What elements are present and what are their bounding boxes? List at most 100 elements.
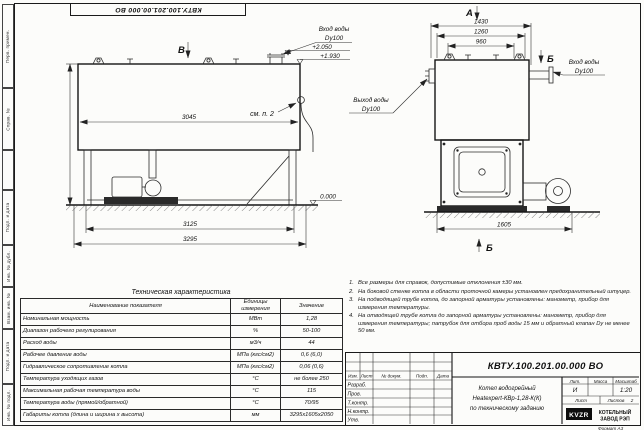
pump (144, 179, 162, 197)
front-view (424, 53, 600, 218)
spec-header-row: Наименование показателя Единицы измерени… (20, 298, 343, 314)
spec-cell-value: 50-100 (280, 325, 343, 338)
spec-section: Техническая характеристика Наименование … (20, 289, 343, 422)
lit-mass-scale: Лит. Масса Масштаб И 1:20 Лист Листов 2 (569, 379, 638, 403)
spec-header-name: Наименование показателя (20, 298, 231, 314)
motor (111, 176, 143, 198)
dim-1260-label: 1260 (474, 29, 489, 36)
side-view (66, 53, 318, 211)
note-item-1: 1. Все размеры для справок, допустимые о… (349, 280, 636, 288)
spec-cell-name: Температура уходящих газов (20, 373, 231, 386)
format-label: Формат А3 (598, 425, 624, 430)
spec-cell-units: °С (230, 385, 281, 398)
front-view-dimensions: 1430 1260 960 1605 (430, 19, 573, 233)
spec-cell-value: 0,06 (0,6) (280, 361, 343, 374)
spec-cell-name: Максимальная рабочая температура воды (20, 385, 231, 398)
margin-box-podp-data-2: Подп. и дата (2, 329, 14, 384)
sheets-value: 2 (630, 398, 634, 403)
role-razrab: Разраб. (348, 383, 367, 389)
fan (545, 178, 571, 204)
revision-table: Изм. Лист № докум. Подп. Дата Разраб. Пр… (348, 374, 450, 424)
lit-label: Лит. (569, 379, 581, 384)
role-utv: Утв. (348, 418, 360, 424)
note-text: Все размеры для справок, допустимые откл… (358, 280, 523, 286)
view-label-a: А (465, 8, 473, 19)
spec-cell-units: МВт (230, 313, 281, 326)
margin-box-sprav-no: Справ. № (2, 88, 14, 150)
company-name-line1: КОТЕЛЬНЫЙ (599, 408, 632, 416)
notes: 1. Все размеры для справок, допустимые о… (349, 280, 636, 337)
side-view-dimensions: 3045 3125 3295 (66, 63, 307, 248)
note-number: 1. (349, 280, 354, 286)
spec-cell-value: 44 (280, 337, 343, 350)
col-podp: Подп. (416, 374, 428, 379)
spec-cell-units: % (230, 325, 281, 338)
title-block-grid: Изм. Лист № докум. Подп. Дата Разраб. Пр… (346, 353, 639, 424)
spec-cell-value: 1,28 (280, 313, 343, 326)
note-item-4: 4. На отводящей трубе котла до запорной … (349, 313, 636, 336)
margin-box-inv-dubl: Инв. № дубл. (2, 245, 14, 287)
product-name-line3: по техническому заданию (470, 406, 545, 412)
spec-cell-value: 70/95 (280, 397, 343, 410)
inlet-label-right-line1: Вход воды (569, 58, 600, 66)
spec-cell-units: МПа (кгс/см2) (230, 349, 281, 362)
scale-value: 1:20 (620, 387, 633, 394)
inlet-label-line2: Dy100 (325, 35, 344, 42)
sheets-label: Листов (607, 398, 625, 403)
dim-3045-label: 3045 (182, 114, 197, 121)
spec-header-value: Значение (280, 298, 343, 314)
company-block: KVZR КОТЕЛЬНЫЙ ЗАВОД РЭП (566, 408, 632, 423)
level-2050-label: +2.050 (312, 44, 332, 51)
boiler-plinth (437, 206, 527, 212)
note-number: 4. (349, 313, 354, 320)
level-1930-label: +1.930 (320, 53, 340, 60)
title-block: Изм. Лист № докум. Подп. Дата Разраб. Пр… (345, 352, 641, 426)
spec-cell-value: 0,6 (6,0) (280, 349, 343, 362)
dim-1430-label: 1430 (474, 19, 489, 26)
dim-3125-label: 3125 (183, 221, 198, 228)
side-view-labels: В Вход воды Dy100 +2.050 +1.930 см. п. 2… (178, 25, 352, 206)
spec-cell-units: °С (230, 397, 281, 410)
spec-table: Наименование показателя Единицы измерени… (20, 298, 343, 422)
spec-cell-name: Гидравлическое сопротивление котла (20, 361, 231, 374)
spec-cell-units: °С (230, 373, 281, 386)
outlet-label-line1: Выход воды (353, 96, 389, 104)
role-nkontr: Н.контр. (348, 409, 370, 415)
margin-box-podp-data-1: Подп. и дата (2, 190, 14, 245)
spec-cell-value: 115 (280, 385, 343, 398)
kvzr-logo-text: KVZR (569, 412, 589, 419)
kvzr-logo (566, 408, 592, 420)
dim-3295-label: 3295 (183, 236, 198, 243)
doc-number-top-box: КВТУ.100.201.00.000 ВО (70, 3, 246, 16)
spec-cell-units: мм (230, 409, 281, 422)
see-note-label: см. п. 2 (250, 111, 274, 118)
view-label-v: В (178, 45, 185, 56)
door-handle (478, 168, 486, 176)
note-number: 2. (349, 288, 354, 295)
front-view-labels: А Б Б Выход воды Dy100 Вход воды Dy100 (349, 6, 605, 254)
safety-fitting (297, 96, 305, 104)
spec-cell-units: м3/ч (230, 337, 281, 350)
section-label-b-bottom: Б (486, 243, 493, 254)
spec-cell-name: Температура воды (прямой/обратной) (20, 397, 231, 410)
spec-cell-value: 3295х1605х2050 (280, 409, 343, 422)
section-label-b-top: Б (547, 54, 554, 65)
note-item-3: 3. На подводящей трубе котла, до запорно… (349, 297, 636, 312)
lit-value: И (573, 387, 578, 394)
spec-row: Диапазон рабочего регулирования%50-100 (20, 325, 343, 338)
sheet-label: Лист (574, 398, 587, 403)
scale-label: Масштаб (615, 379, 637, 384)
dim-1605-label: 1605 (497, 222, 512, 229)
designation: КВТУ.100.201.00.000 ВО (488, 361, 604, 372)
spec-row: Габариты котла (длина и ширина х высота)… (20, 409, 343, 422)
col-list: Лист (360, 374, 373, 379)
col-data: Дата (436, 374, 450, 379)
level-zero-label: 0.000 (320, 194, 336, 201)
